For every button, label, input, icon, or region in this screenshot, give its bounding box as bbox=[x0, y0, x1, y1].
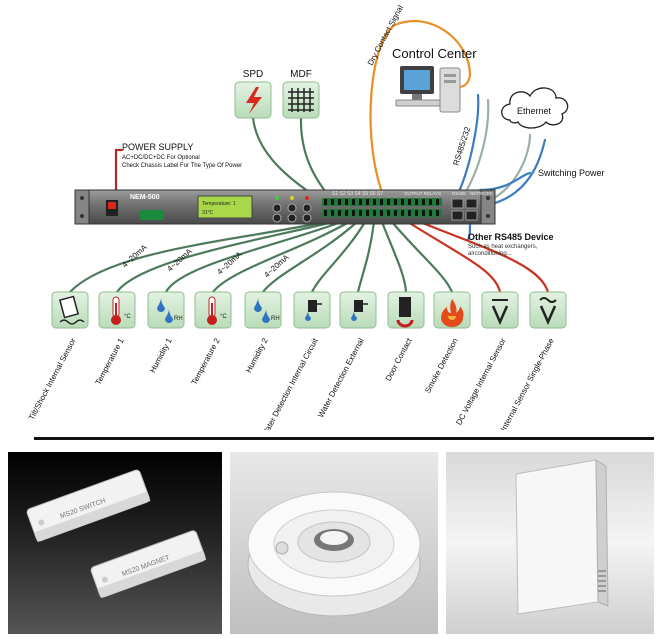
computer-icon bbox=[395, 66, 461, 113]
spd-icon bbox=[234, 81, 272, 119]
cables bbox=[68, 19, 550, 294]
rs485-port-label: RS485 bbox=[452, 191, 466, 196]
ac-voltage-icon bbox=[539, 297, 557, 326]
humidity-icon: RH bbox=[157, 298, 183, 323]
sensor-label-temperature-2: Temperature 2 bbox=[190, 336, 222, 386]
water-detection-icon bbox=[351, 300, 368, 321]
smoke-icon bbox=[441, 299, 464, 327]
ac-sensor-panel-photo bbox=[446, 452, 654, 634]
device-model: NEM-500 bbox=[130, 194, 160, 201]
power-supply-line2: Check Chassis Label For The Type Of Powe… bbox=[122, 163, 242, 169]
lcd-line1: Temperature: 1 bbox=[202, 201, 236, 207]
water-detection-icon bbox=[305, 300, 322, 321]
system-diagram: SPD MDF POWER SUPPLY AC+DC/DC+DC For Opt… bbox=[27, 4, 605, 430]
svg-text:°C: °C bbox=[124, 314, 131, 320]
thermometer-icon: °C bbox=[207, 296, 227, 325]
sensor-label-water-external: Water Detection External bbox=[316, 337, 366, 420]
svg-text:RH: RH bbox=[174, 316, 183, 322]
svg-text:°C: °C bbox=[220, 314, 227, 320]
door-switch-image: MS20 SWITCH MS20 MAGNET bbox=[26, 469, 207, 599]
other-rs485-line2: airconditioning... bbox=[468, 251, 512, 257]
humidity-icon: RH bbox=[254, 298, 280, 323]
network-port-label: NETWORK bbox=[470, 191, 493, 196]
nem-500-device: NEM-500 Temperature: 1 31°C S1 S2 S3 S4 … bbox=[74, 189, 496, 225]
relay-label: OUTPUT RELAYS bbox=[404, 191, 441, 196]
ac-sensor-panel-image bbox=[515, 459, 609, 615]
section-divider bbox=[34, 437, 654, 440]
sensor-label-water-internal: Water Detection Internal Circuit bbox=[260, 336, 320, 430]
sensor-label-temperature-1: Temperature 1 bbox=[94, 336, 126, 386]
smoke-detector-image bbox=[247, 491, 421, 617]
mdf-label: MDF bbox=[290, 69, 312, 80]
door-contact-icon bbox=[396, 297, 414, 328]
sensor-label-tilt-shock: Tilt/Shock Internal Sensor bbox=[27, 336, 78, 421]
power-supply-line1: AC+DC/DC+DC For Optional bbox=[122, 155, 200, 161]
door-switch-photo: MS20 SWITCH MS20 MAGNET bbox=[8, 452, 222, 634]
control-center-label: Control Center bbox=[392, 46, 477, 61]
sensor-label-humidity-2: Humidity 2 bbox=[244, 336, 270, 374]
sensor-label-door-contact: Door Contact bbox=[384, 336, 414, 383]
other-rs485-title: Other RS485 Device bbox=[468, 232, 554, 242]
ethernet-cloud-icon bbox=[501, 87, 569, 129]
ethernet-label: Ethernet bbox=[517, 106, 552, 116]
lcd-line2: 31°C bbox=[202, 210, 214, 216]
power-supply-title: POWER SUPPLY bbox=[122, 142, 193, 152]
spd-label: SPD bbox=[243, 69, 264, 80]
mdf-icon bbox=[282, 81, 320, 119]
thermometer-icon: °C bbox=[111, 296, 131, 325]
other-rs485-line1: Such as heat exchangers, bbox=[468, 244, 538, 250]
switching-power-label: Switching Power bbox=[538, 168, 605, 178]
svg-text:RH: RH bbox=[271, 316, 280, 322]
sensor-label-dc-voltage: DC Voltage Internal Sensor bbox=[454, 336, 508, 426]
port-labels: S1 S2 S3 S4 S5 S6 S7 bbox=[332, 191, 383, 197]
tilt-shock-icon bbox=[58, 295, 85, 325]
sensor-label-humidity-1: Humidity 1 bbox=[148, 336, 174, 374]
sensor-label-smoke: Smoke Detection bbox=[423, 337, 460, 395]
smoke-detector-photo bbox=[230, 452, 438, 634]
dc-voltage-icon bbox=[491, 299, 509, 326]
sensor-label-ac-voltage: AC Voltage Internal Sensor Single-Phase bbox=[479, 336, 556, 430]
